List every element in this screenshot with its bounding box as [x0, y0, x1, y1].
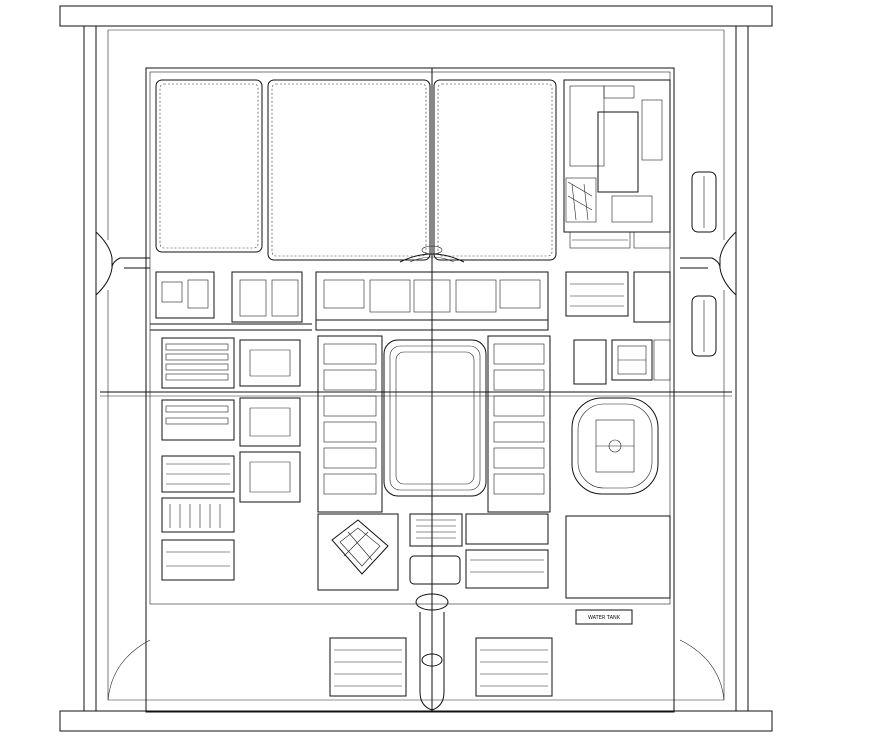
west-classroom-wing — [317, 335, 383, 513]
central-north-buildings — [315, 271, 549, 331]
west-gatehouse — [155, 271, 215, 319]
east-courts — [573, 339, 671, 385]
south-parking-east — [475, 637, 553, 697]
west-dormitories — [239, 339, 301, 503]
west-workshops — [161, 455, 235, 581]
water-tank — [575, 609, 633, 625]
east-parking-block — [565, 271, 671, 323]
south-central-parking — [465, 513, 549, 589]
west-road — [150, 323, 312, 331]
west-road-junction — [95, 231, 150, 296]
central-track — [383, 339, 487, 497]
west-parking — [161, 337, 235, 441]
east-road-junction — [680, 231, 737, 296]
campus-boundary — [100, 67, 732, 713]
north-entry-gate — [399, 245, 465, 263]
east-parking-lower — [691, 295, 717, 357]
main-entrance-plaza — [409, 555, 461, 611]
south-boundary-arc — [107, 639, 725, 701]
north-field-center — [267, 79, 431, 261]
water-tank-label: WATER TANK — [588, 615, 621, 621]
east-lower-field — [565, 515, 671, 599]
east-running-track — [571, 397, 659, 495]
auditorium — [409, 513, 463, 547]
east-classroom-wing — [487, 335, 551, 513]
northeast-complex — [563, 79, 671, 249]
east-parking-upper — [691, 171, 717, 233]
sports-dome — [317, 513, 399, 591]
west-service-block — [231, 271, 303, 323]
south-parking-west — [329, 637, 407, 697]
north-field-east — [433, 79, 557, 261]
outer-boundary — [59, 5, 773, 732]
south-approach-road — [419, 612, 445, 711]
north-field-west — [155, 79, 263, 253]
